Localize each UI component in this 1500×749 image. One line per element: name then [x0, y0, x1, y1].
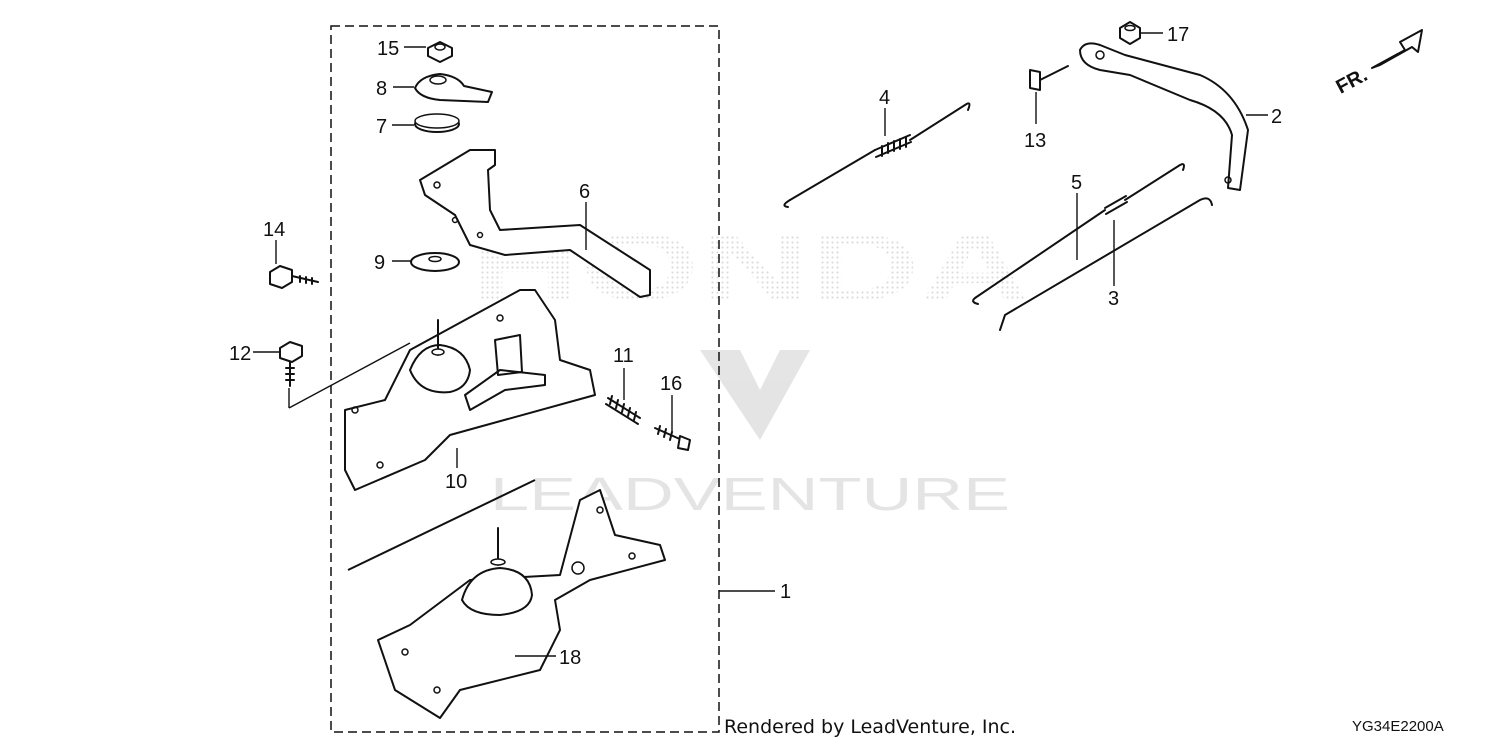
callout-13: 13	[1024, 130, 1046, 152]
part-18-base-assembly[interactable]	[377, 489, 666, 719]
callout-18: 18	[559, 647, 581, 669]
callout-17: 17	[1167, 24, 1189, 46]
part-7-washer[interactable]	[414, 113, 460, 133]
part-4-spring-rod[interactable]	[783, 102, 971, 208]
front-direction-arrow: FR.	[1333, 29, 1423, 99]
part-5-rod[interactable]	[972, 163, 1185, 305]
callout-11: 11	[613, 345, 634, 367]
part-15-nut[interactable]	[427, 41, 453, 63]
callout-16: 16	[660, 373, 682, 395]
callout-12: 12	[229, 343, 251, 365]
callout-2: 2	[1271, 106, 1282, 128]
part-14-bolt[interactable]	[269, 265, 319, 289]
part-12-bolt[interactable]	[279, 341, 411, 409]
callout-9: 9	[374, 252, 385, 274]
part-2-arm[interactable]	[1079, 42, 1249, 191]
part-13-bolt[interactable]	[1029, 65, 1069, 91]
drawing-code: YG34E2200A	[1352, 718, 1444, 735]
part-17-nut[interactable]	[1119, 21, 1141, 45]
callout-1: 1	[780, 581, 791, 603]
callout-6: 6	[579, 181, 590, 203]
part-3-rod[interactable]	[999, 197, 1213, 331]
part-10-base-plate[interactable]	[344, 289, 596, 491]
part-6-control-lever[interactable]	[419, 149, 651, 298]
callout-15: 15	[377, 38, 399, 60]
leadventure-watermark: LEADVENTURE	[490, 350, 1010, 520]
callout-14: 14	[263, 219, 285, 241]
part-16-screw[interactable]	[654, 425, 691, 451]
callout-3: 3	[1108, 288, 1119, 310]
part-8-plate[interactable]	[414, 73, 493, 103]
callout-4: 4	[879, 87, 890, 109]
callout-8: 8	[376, 78, 387, 100]
svg-text:LEADVENTURE: LEADVENTURE	[490, 468, 1010, 520]
svg-text:FR.: FR.	[1333, 64, 1372, 99]
callout-7: 7	[376, 116, 387, 138]
callout-5: 5	[1071, 172, 1082, 194]
part-9-washer[interactable]	[410, 252, 460, 272]
part-11-spring[interactable]	[605, 395, 641, 425]
callout-10: 10	[445, 471, 467, 493]
assembly-1-box	[330, 25, 720, 733]
render-credit: Rendered by LeadVenture, Inc.	[724, 716, 1017, 738]
assembly-divider	[347, 479, 536, 571]
